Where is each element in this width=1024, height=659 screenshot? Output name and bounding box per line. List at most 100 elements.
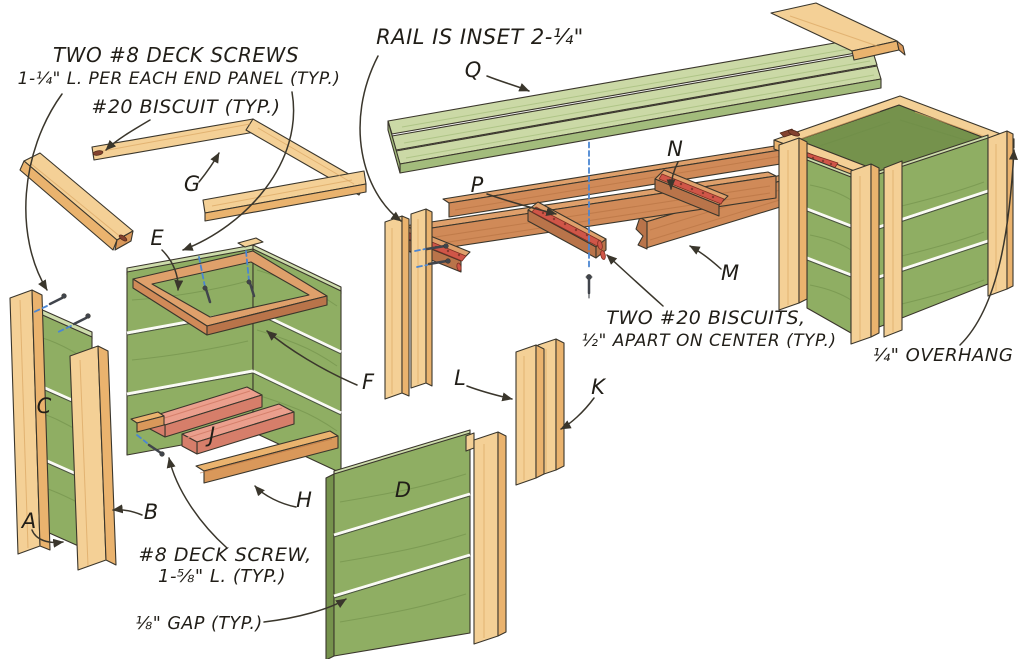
loose-frame-board-face bbox=[19, 160, 118, 251]
screw-head bbox=[246, 279, 252, 285]
grain bbox=[809, 284, 852, 301]
screw-head bbox=[61, 293, 67, 299]
grain bbox=[809, 234, 852, 251]
screw-head bbox=[202, 285, 208, 291]
bench-post-side bbox=[401, 215, 410, 397]
leader-arrows bbox=[25, 55, 1018, 623]
biscuit-slot bbox=[787, 129, 801, 137]
screw-path-dashed bbox=[55, 325, 72, 334]
corner-post bbox=[850, 163, 872, 345]
slat-gap-line bbox=[806, 259, 852, 278]
part-label-k: K bbox=[591, 375, 607, 399]
biscuit-dot bbox=[446, 249, 450, 253]
screw-head bbox=[159, 451, 165, 457]
part-label-f: F bbox=[362, 370, 375, 394]
grain bbox=[403, 60, 871, 144]
bench-frame-assembly bbox=[384, 133, 817, 400]
grain bbox=[199, 438, 333, 474]
part-label-b: B bbox=[144, 500, 158, 524]
slat-gap bbox=[333, 553, 471, 598]
screw-shaft bbox=[248, 281, 256, 298]
slat-gap bbox=[126, 369, 254, 396]
grain bbox=[29, 162, 123, 239]
posts-l-k bbox=[515, 338, 565, 486]
biscuit-dot bbox=[552, 217, 556, 221]
bench-post bbox=[384, 215, 403, 400]
annotation-overhang: ¼" OVERHANG bbox=[873, 345, 1014, 366]
leader-arrow bbox=[689, 245, 722, 270]
part-label-c: C bbox=[37, 394, 52, 418]
interior-slat-line bbox=[819, 121, 891, 147]
slat-gap-line bbox=[333, 556, 471, 599]
panel-left-edge bbox=[325, 473, 335, 659]
screw-shaft bbox=[427, 259, 449, 266]
part-label-p: P bbox=[471, 173, 484, 197]
leader-arrow bbox=[359, 55, 402, 222]
screw-path-dashed bbox=[31, 305, 48, 314]
post-l bbox=[515, 344, 537, 486]
biscuit-dot bbox=[690, 187, 694, 191]
bottom-cleat-h-face bbox=[203, 435, 339, 484]
slat-gap bbox=[252, 369, 342, 415]
planter-box-assembly bbox=[126, 237, 342, 484]
annotation-biscuit-20: #20 BISCUIT (TYP.) bbox=[91, 96, 280, 118]
grain bbox=[19, 299, 29, 549]
part-label-e: E bbox=[150, 226, 164, 250]
top-frame-e-face bbox=[206, 295, 328, 336]
grain bbox=[789, 15, 881, 48]
biscuit-dot bbox=[668, 178, 672, 182]
floor-slat-j-end bbox=[181, 433, 198, 455]
screw-path-dashed bbox=[414, 248, 426, 252]
grain bbox=[401, 45, 867, 128]
seat-end bbox=[387, 120, 401, 174]
screw-head bbox=[443, 243, 449, 249]
grain bbox=[154, 390, 251, 422]
part-label-g: G bbox=[184, 172, 200, 196]
screw-head bbox=[85, 313, 91, 319]
corner-post-side bbox=[870, 163, 880, 338]
biscuit-dot bbox=[679, 182, 683, 186]
slat-gap bbox=[806, 256, 852, 277]
post-notch bbox=[465, 432, 475, 452]
leader-arrow bbox=[466, 385, 513, 402]
grain bbox=[79, 359, 89, 567]
part-label-h: H bbox=[296, 488, 312, 512]
leader-arrow bbox=[161, 249, 184, 291]
biscuit-strip bbox=[531, 206, 602, 247]
leader-arrow bbox=[606, 254, 664, 307]
biscuit-dot bbox=[563, 222, 567, 226]
leader-arrow bbox=[105, 119, 151, 151]
screw-head bbox=[445, 258, 451, 264]
grain bbox=[339, 533, 467, 563]
leader-arrow bbox=[112, 504, 143, 516]
biscuit-dot bbox=[541, 211, 545, 215]
screw-path-dashed bbox=[198, 256, 206, 288]
grain bbox=[914, 111, 996, 141]
screw-shaft bbox=[204, 287, 212, 304]
leader-arrow bbox=[198, 152, 220, 183]
grain bbox=[339, 593, 467, 623]
slat-gap bbox=[333, 492, 471, 537]
corner-post-side bbox=[1006, 130, 1014, 290]
annotation-rail-inset: RAIL IS INSET 2-¼" bbox=[376, 25, 584, 49]
annotation-texts: TWO #8 DECK SCREWS 1-¼" L. PER EACH END … bbox=[18, 25, 1014, 634]
part-label-q: Q bbox=[465, 58, 482, 82]
annotation-end-panel-screws: 1-¼" L. PER EACH END PANEL (TYP.) bbox=[18, 69, 341, 89]
slat-gap-line bbox=[126, 372, 254, 397]
grain bbox=[96, 123, 251, 153]
screw-path-dashed bbox=[136, 434, 148, 444]
screw-shaft bbox=[72, 316, 88, 326]
biscuit-slot bbox=[118, 234, 128, 242]
screw-path-dashed bbox=[416, 264, 428, 268]
biscuit-dot bbox=[821, 159, 825, 163]
grain bbox=[454, 151, 807, 211]
biscuit-dot bbox=[585, 233, 589, 237]
grain bbox=[794, 110, 881, 142]
grain bbox=[257, 127, 355, 185]
corner-post bbox=[778, 137, 800, 311]
post-k-side bbox=[555, 338, 565, 471]
grain bbox=[405, 74, 875, 159]
panel-post bbox=[473, 431, 499, 645]
